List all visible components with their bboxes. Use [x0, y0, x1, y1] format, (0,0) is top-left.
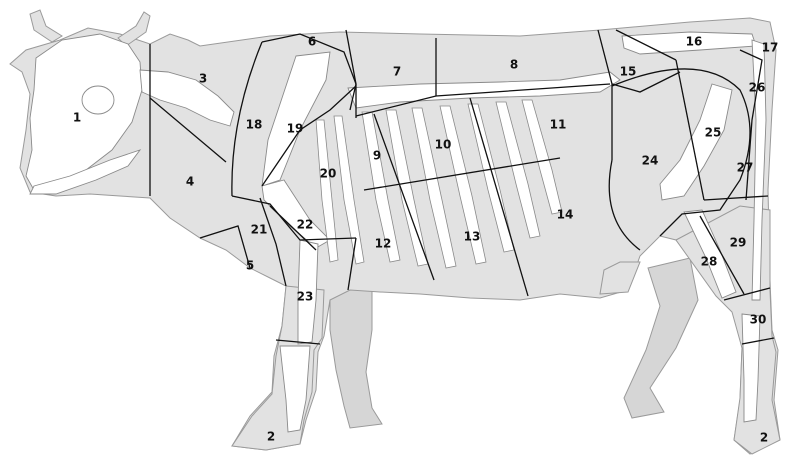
region-label: 7: [393, 65, 401, 79]
region-label: 23: [297, 290, 314, 304]
region-label: 25: [705, 126, 722, 140]
region-label: 13: [464, 230, 481, 244]
region-label: 30: [750, 313, 767, 327]
region-label: 8: [510, 58, 518, 72]
region-label: 16: [686, 35, 703, 49]
region-label: 1: [73, 111, 81, 125]
near-rear-leg: [676, 206, 780, 454]
region-label: 3: [199, 72, 207, 86]
region-label: 12: [375, 237, 392, 251]
region-label: 6: [308, 35, 316, 49]
region-label: 15: [620, 65, 637, 79]
region-label: 24: [642, 154, 659, 168]
region-label: 9: [373, 149, 381, 163]
region-label: 22: [297, 218, 314, 232]
far-front-leg: [330, 285, 382, 428]
region-label: 27: [737, 161, 754, 175]
region-label: 4: [186, 175, 194, 189]
region-label: 21: [251, 223, 268, 237]
region-label: 28: [701, 255, 718, 269]
hoof-label-front: 2: [267, 430, 275, 444]
region-label: 19: [287, 122, 304, 136]
region-label: 10: [435, 138, 452, 152]
region-label: 26: [749, 81, 766, 95]
horn-right: [118, 12, 150, 46]
region-label: 20: [320, 167, 337, 181]
region-label: 17: [762, 41, 779, 55]
horn-left: [30, 10, 62, 42]
eye-orbit: [82, 86, 114, 114]
hoof-label-rear: 2: [760, 431, 768, 445]
region-label: 18: [246, 118, 263, 132]
far-rear-leg: [624, 258, 698, 418]
region-label: 14: [557, 208, 574, 222]
region-label: 11: [550, 118, 567, 132]
region-label: 29: [730, 236, 747, 250]
region-label: 5: [246, 259, 254, 273]
